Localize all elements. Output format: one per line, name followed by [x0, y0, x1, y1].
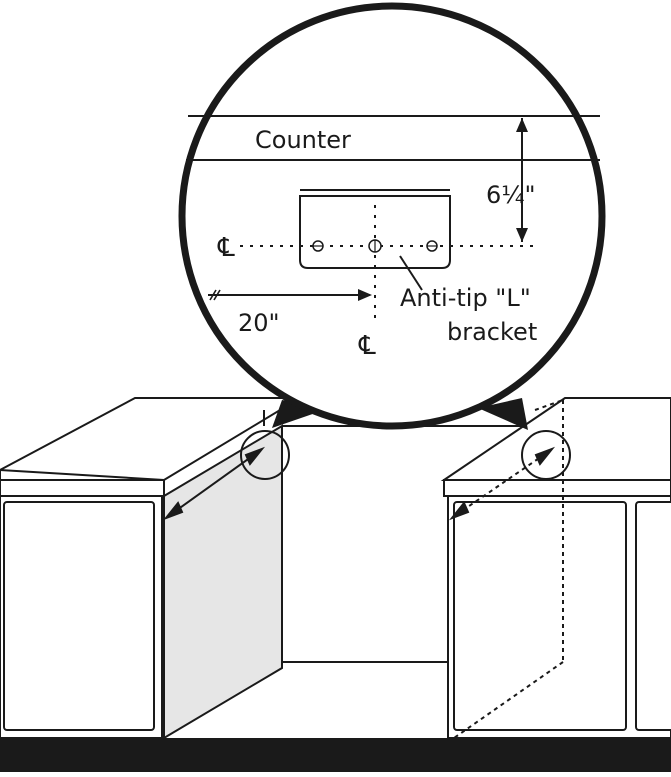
left-depth-arrow — [162, 446, 266, 521]
break-mark-1 — [209, 289, 217, 301]
right-detail-circle — [521, 430, 571, 480]
height-dimension-label: 6¼" — [486, 181, 536, 209]
right-cabinet — [440, 397, 671, 739]
bracket-leader-line — [399, 255, 423, 291]
left-cabinet-door — [3, 501, 155, 731]
distance-dimension-label: 20" — [238, 309, 280, 337]
left-cabinet-side-panel — [163, 424, 283, 740]
height-arrow-bottom — [516, 228, 528, 242]
left-cabinet — [0, 397, 304, 740]
break-mark-2 — [213, 289, 221, 301]
right-cabinet-hidden-edges — [453, 399, 564, 739]
bracket-label-line2: bracket — [447, 318, 537, 346]
height-arrow-top — [516, 118, 528, 132]
left-detail-circle — [240, 430, 290, 480]
centerline-symbol-vertical: ℄ — [358, 331, 376, 361]
distance-arrow-right — [358, 289, 372, 301]
right-cabinet-door-1 — [453, 501, 627, 731]
right-countertop-front-edge — [443, 479, 671, 497]
anti-tip-bracket — [299, 195, 451, 269]
floor — [0, 738, 671, 772]
bracket-label-line1: Anti-tip "L" — [400, 284, 531, 312]
counter-label: Counter — [255, 126, 351, 154]
right-depth-arrow — [448, 446, 556, 521]
magnified-content: Counter 6¼" ℄ ℄ 20" Anti-tip "L" bracke — [186, 115, 600, 361]
centerline-symbol-horizontal: ℄ — [217, 233, 235, 263]
right-callout-wedge — [478, 398, 528, 430]
left-countertop-front-edge — [0, 479, 165, 497]
right-cabinet-door-2 — [635, 501, 671, 731]
